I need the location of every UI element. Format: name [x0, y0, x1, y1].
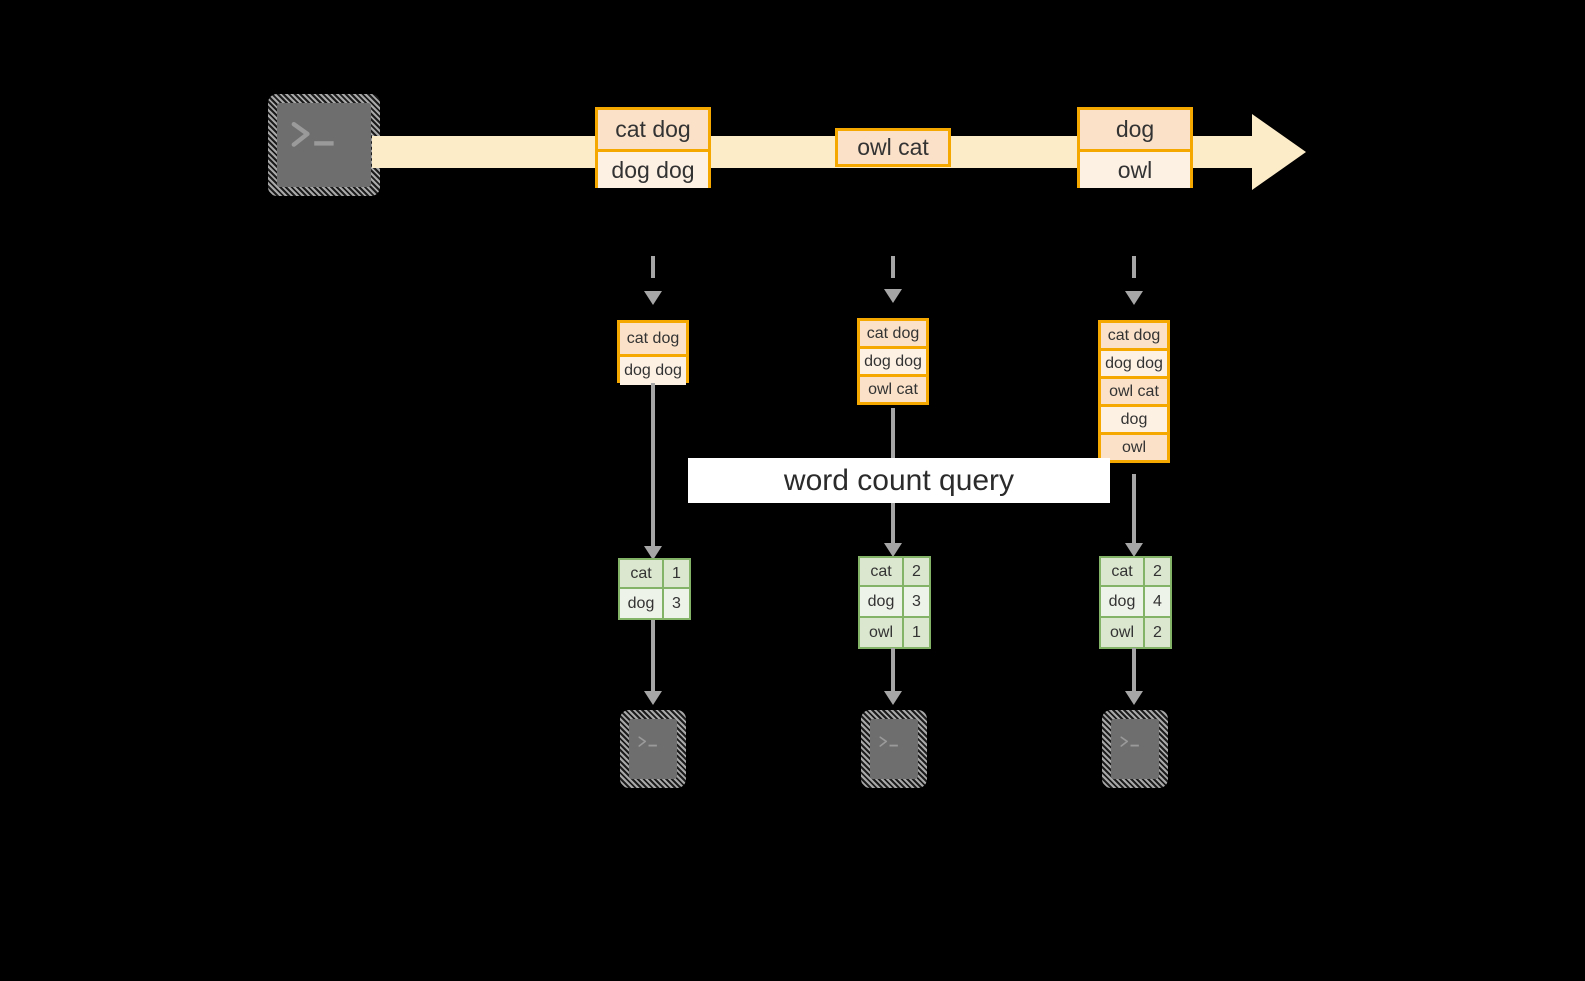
stream-record-group-2: owl cat — [835, 128, 951, 167]
column-1-query-connector — [651, 383, 655, 549]
table-cell-word: dog — [858, 587, 904, 618]
dashed-arrow-head — [884, 289, 902, 303]
table-cell-count: 2 — [904, 556, 931, 587]
accumulated-record: cat dog — [857, 318, 929, 349]
stream-record: owl — [1080, 149, 1190, 188]
column-2-result-table: cat 2 dog 3 owl 1 — [858, 556, 931, 649]
table-cell-count: 3 — [664, 589, 691, 620]
table-row: owl 1 — [858, 618, 931, 649]
table-cell-word: cat — [858, 556, 904, 587]
accumulated-record: dog dog — [620, 354, 686, 385]
accumulated-record: dog dog — [857, 346, 929, 377]
accumulated-record: dog dog — [1098, 348, 1170, 379]
accumulated-record: owl cat — [1098, 376, 1170, 407]
table-cell-word: cat — [618, 558, 664, 589]
table-row: cat 2 — [1099, 556, 1172, 587]
column-2-sink-connector — [891, 648, 895, 693]
table-cell-count: 2 — [1145, 618, 1172, 649]
column-3-query-arrow-head — [1125, 543, 1143, 557]
table-cell-count: 4 — [1145, 587, 1172, 618]
stream-record: dog dog — [598, 149, 708, 188]
console-screen — [870, 719, 918, 779]
console-screen — [1111, 719, 1159, 779]
column-2-sink-arrow-head — [884, 691, 902, 705]
column-3-sink-connector — [1132, 648, 1136, 693]
stream-record-group-1: cat dog dog dog — [595, 107, 711, 188]
terminal-prompt-glyph — [291, 121, 334, 147]
column-3-sink-console-icon — [1102, 710, 1168, 788]
table-cell-count: 1 — [904, 618, 931, 649]
table-row: dog 4 — [1099, 587, 1172, 618]
table-cell-word: dog — [618, 589, 664, 620]
table-cell-word: cat — [1099, 556, 1145, 587]
column-1-accumulated-records: cat dog dog dog — [617, 320, 689, 385]
column-1-sink-console-icon — [620, 710, 686, 788]
column-2-query-arrow-head — [884, 543, 902, 557]
dashed-arrow-head — [644, 291, 662, 305]
accumulated-record: owl cat — [857, 374, 929, 405]
table-row: cat 2 — [858, 556, 931, 587]
table-cell-word: dog — [1099, 587, 1145, 618]
dashed-arrow-down-icon — [891, 256, 895, 278]
column-1-query-arrow-head — [644, 546, 662, 560]
column-1-result-table: cat 1 dog 3 — [618, 558, 691, 620]
console-screen — [629, 719, 677, 779]
stream-record: owl cat — [835, 128, 951, 167]
column-3-accumulated-records: cat dog dog dog owl cat dog owl — [1098, 320, 1170, 475]
stream-record: dog — [1080, 110, 1190, 149]
column-1-sink-connector — [651, 620, 655, 693]
table-cell-count: 1 — [664, 558, 691, 589]
dashed-arrow-down-icon — [651, 256, 655, 278]
table-cell-word: owl — [858, 618, 904, 649]
table-row: dog 3 — [858, 587, 931, 618]
table-row: cat 1 — [618, 558, 691, 589]
table-cell-count: 3 — [904, 587, 931, 618]
table-cell-count: 2 — [1145, 556, 1172, 587]
table-row: dog 3 — [618, 589, 691, 620]
accumulated-record: cat dog — [1098, 320, 1170, 351]
query-label: word count query — [688, 458, 1110, 503]
stream-record-group-3: dog owl — [1077, 107, 1193, 188]
stream-record: cat dog — [598, 110, 708, 149]
accumulated-record: dog — [1098, 404, 1170, 435]
column-1-sink-arrow-head — [644, 691, 662, 705]
terminal-prompt-glyph — [638, 736, 657, 747]
column-3-query-connector — [1132, 474, 1136, 546]
column-3-sink-arrow-head — [1125, 691, 1143, 705]
terminal-prompt-glyph — [1120, 736, 1139, 747]
column-2-accumulated-records: cat dog dog dog owl cat — [857, 318, 929, 411]
accumulated-record: cat dog — [620, 323, 686, 354]
dashed-arrow-head — [1125, 291, 1143, 305]
dashed-arrow-down-icon — [1132, 256, 1136, 278]
source-console-icon — [268, 94, 380, 196]
table-row: owl 2 — [1099, 618, 1172, 649]
table-cell-word: owl — [1099, 618, 1145, 649]
column-3-result-table: cat 2 dog 4 owl 2 — [1099, 556, 1172, 649]
accumulated-record: owl — [1098, 432, 1170, 463]
terminal-prompt-glyph — [879, 736, 898, 747]
column-2-sink-console-icon — [861, 710, 927, 788]
